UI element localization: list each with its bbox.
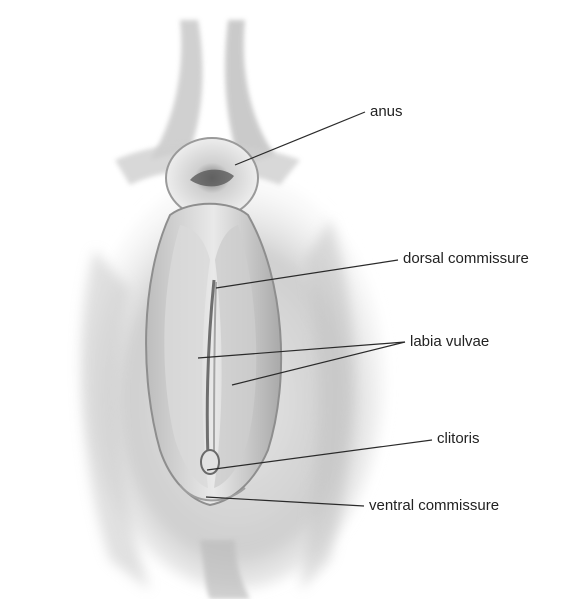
label-labia-vulvae: labia vulvae [410,334,489,350]
vulva-structure [146,204,281,505]
label-ventral-commissure: ventral commissure [369,498,499,514]
label-clitoris: clitoris [437,431,480,447]
label-anus: anus [370,104,403,120]
label-dorsal-commissure: dorsal commissure [403,251,529,267]
